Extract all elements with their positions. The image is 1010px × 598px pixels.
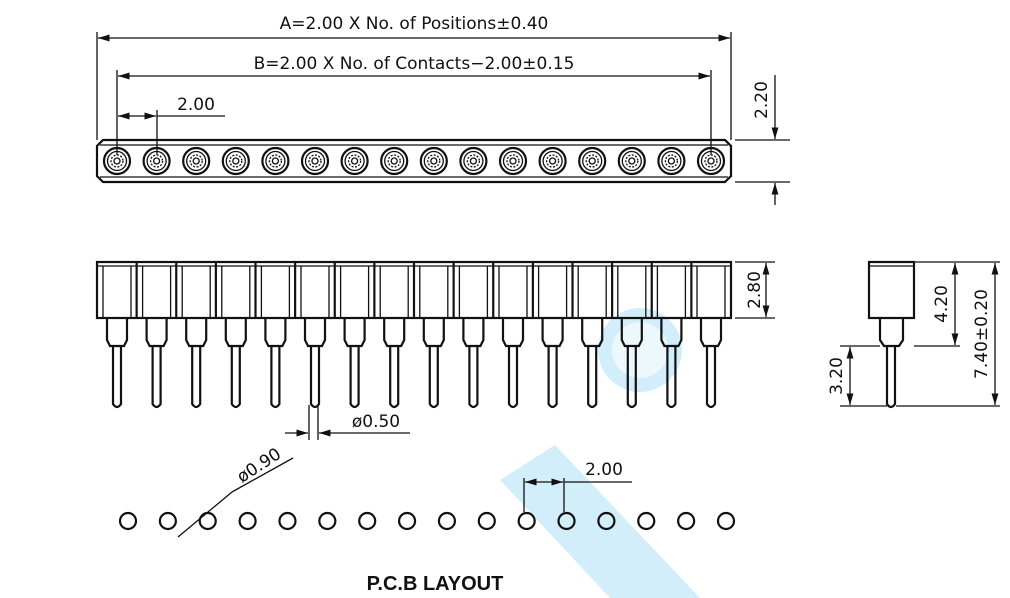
socket-contact	[102, 146, 132, 176]
front-pin	[254, 262, 291, 409]
front-pin-row	[102, 262, 726, 409]
socket-contact	[419, 146, 448, 176]
front-pin	[175, 262, 211, 409]
pin-diameter-label: ø0.50	[352, 412, 400, 432]
pcb-hole	[437, 511, 457, 531]
pcb-hole	[477, 511, 496, 531]
front-pin	[452, 262, 489, 409]
hole-diameter-label: ø0.90	[234, 444, 285, 487]
socket-contact	[182, 146, 211, 176]
socket-contact	[380, 146, 409, 176]
front-pin	[571, 262, 607, 409]
pcb-hole	[517, 511, 536, 531]
front-pin	[492, 262, 528, 409]
dim-b-label: B=2.00 X No. of Contacts−2.00±0.15	[254, 54, 575, 74]
pcb-hole	[597, 511, 616, 531]
front-pin	[333, 262, 370, 409]
socket-contact	[300, 146, 330, 176]
pcb-hole	[677, 511, 696, 531]
front-pin	[294, 262, 330, 409]
pcb-hole	[397, 511, 417, 531]
socket-contact	[142, 146, 171, 176]
dim-a-label: A=2.00 X No. of Positions±0.40	[280, 14, 549, 34]
width-label: 2.20	[752, 81, 772, 119]
socket-contact	[459, 146, 488, 176]
pcb-hole	[358, 511, 377, 531]
watermark-logo	[500, 308, 700, 598]
tail-length-label: 3.20	[827, 357, 847, 395]
front-pin	[690, 262, 726, 409]
front-pin	[102, 266, 132, 409]
body-height-label: 4.20	[932, 285, 952, 323]
side-view: 4.20 7.40±0.20 3.20	[827, 260, 1000, 409]
front-pin	[531, 262, 568, 409]
socket-contact	[617, 146, 646, 176]
front-pin	[135, 262, 172, 409]
pcb-hole	[318, 511, 337, 531]
pcb-pitch-label: 2.00	[585, 460, 623, 480]
socket-contact	[340, 146, 369, 176]
socket-contact	[498, 146, 528, 176]
pcb-hole	[158, 511, 177, 531]
front-pin	[650, 262, 687, 409]
pcb-hole	[557, 511, 576, 531]
front-pin	[412, 262, 449, 409]
top-strip-outline	[95, 138, 733, 184]
front-pin	[373, 262, 409, 409]
pcb-hole-row	[118, 511, 736, 531]
front-height-label: 2.80	[745, 271, 765, 309]
socket-contact	[657, 146, 686, 176]
front-pin	[611, 262, 647, 409]
pcb-hole	[637, 511, 656, 531]
socket-contact	[578, 146, 607, 176]
pcb-hole	[238, 511, 257, 531]
total-height-label: 7.40±0.20	[972, 289, 992, 379]
pcb-hole	[716, 511, 736, 531]
top-pitch-label: 2.00	[177, 95, 215, 115]
pcb-hole	[198, 511, 217, 531]
socket-contact	[261, 146, 290, 176]
socket-contact	[538, 146, 567, 176]
pcb-hole	[278, 511, 297, 531]
top-socket-row	[102, 146, 726, 176]
pcb-hole	[118, 511, 138, 531]
pcb-layout-title: P.C.B LAYOUT	[367, 573, 504, 595]
top-view: A=2.00 X No. of Positions±0.40 B=2.00 X …	[95, 14, 790, 205]
side-body	[867, 260, 916, 320]
front-view: 2.80 ø0.50	[95, 260, 775, 440]
socket-contact	[696, 146, 726, 176]
socket-contact	[221, 146, 250, 176]
front-pin	[214, 262, 251, 409]
